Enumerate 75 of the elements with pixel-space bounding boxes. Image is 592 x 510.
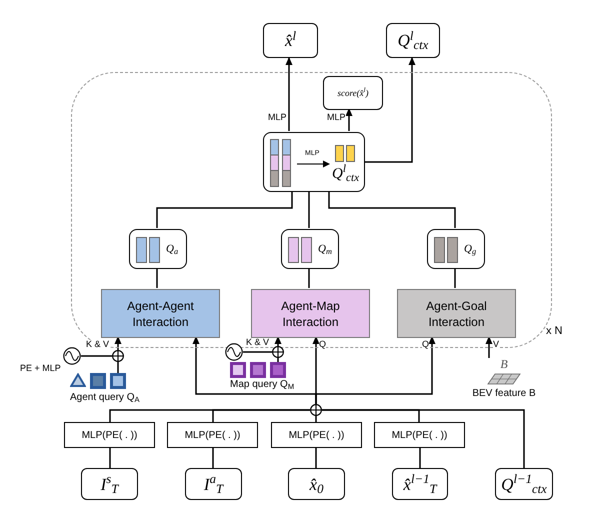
connector-line xyxy=(308,191,310,228)
math-label: Q$_{g}$ xyxy=(464,242,476,258)
output-box xyxy=(263,23,318,58)
query-box xyxy=(129,229,187,269)
connector-line xyxy=(117,362,119,373)
connector-line xyxy=(212,409,310,422)
box-label: Agent-Agent Interaction xyxy=(126,298,195,330)
arrow xyxy=(286,57,292,131)
edge-label: K & V xyxy=(86,340,110,349)
score-box xyxy=(323,76,383,110)
circled-plus-icon xyxy=(112,350,124,362)
connector-line xyxy=(109,448,111,468)
encoder-box xyxy=(271,422,362,448)
math-label: Q$_{m}$ xyxy=(318,242,332,258)
box-label: MLP(PE( . )) xyxy=(288,428,344,442)
repeat-block-frame xyxy=(71,72,552,348)
connector-line xyxy=(81,355,112,357)
math-label: x̂$_{0}$ xyxy=(310,476,324,492)
box-label: MLP(PE( . )) xyxy=(392,428,448,442)
box-label: MLP(PE( . )) xyxy=(184,428,240,442)
box-label: Agent-Map Interaction xyxy=(280,298,341,330)
arrow xyxy=(486,336,492,358)
encoder-box xyxy=(64,422,155,448)
connector-line xyxy=(212,448,214,468)
edge-label: Q xyxy=(422,340,430,349)
connector-line xyxy=(315,448,317,468)
connector-line xyxy=(243,351,272,353)
edge-label: MLP xyxy=(327,113,346,122)
connector-line xyxy=(156,268,158,288)
math-label: x̂$^{l}$ xyxy=(284,32,296,49)
query-box xyxy=(427,229,485,269)
arrow xyxy=(315,336,436,404)
query-box xyxy=(281,229,339,269)
repeat-label: x N xyxy=(546,326,562,337)
edge-label: V xyxy=(493,340,500,349)
encoder-box xyxy=(167,422,258,448)
connector-line xyxy=(322,409,525,468)
interaction-box xyxy=(251,289,370,338)
query-label: Agent query Q$_{A}$ xyxy=(70,393,140,403)
connector-line xyxy=(277,358,279,362)
sine-wave-icon xyxy=(225,343,243,361)
query-label: Map query Q$_{M}$ xyxy=(230,380,294,390)
arrow xyxy=(274,336,282,346)
connector-line xyxy=(315,416,317,422)
connector-line xyxy=(308,268,310,288)
output-box xyxy=(495,468,553,500)
text-label: PE + MLP xyxy=(20,364,61,373)
connector-line xyxy=(454,268,456,288)
connector-line xyxy=(156,191,293,228)
box-label: Agent-Goal Interaction xyxy=(425,298,488,330)
interaction-box xyxy=(397,289,516,338)
arrow xyxy=(346,108,352,131)
connector-line xyxy=(419,448,421,468)
arrow xyxy=(114,336,122,350)
circled-plus-icon xyxy=(310,404,322,416)
sine-wave-icon xyxy=(63,347,81,365)
edge-label: MLP xyxy=(268,113,287,122)
edge-label: K & V xyxy=(246,338,270,347)
connector-line xyxy=(328,191,456,228)
caption-label: BEV feature B xyxy=(472,389,536,399)
encoder-box xyxy=(374,422,465,448)
circled-plus-icon xyxy=(272,346,284,358)
math-label: score(x̂$^{l}$) xyxy=(337,88,369,98)
box-label: MLP(PE( . )) xyxy=(82,428,138,442)
math-label: Q$_{a}$ xyxy=(166,242,178,258)
fusion-box xyxy=(263,132,365,192)
interaction-box xyxy=(101,289,220,338)
output-box xyxy=(185,468,242,500)
output-box xyxy=(288,468,345,500)
arrow xyxy=(364,57,416,163)
output-box xyxy=(392,468,448,500)
math-label: B xyxy=(500,358,508,370)
output-box xyxy=(386,23,440,58)
edge-label: Q xyxy=(319,340,326,349)
output-box xyxy=(81,468,138,500)
